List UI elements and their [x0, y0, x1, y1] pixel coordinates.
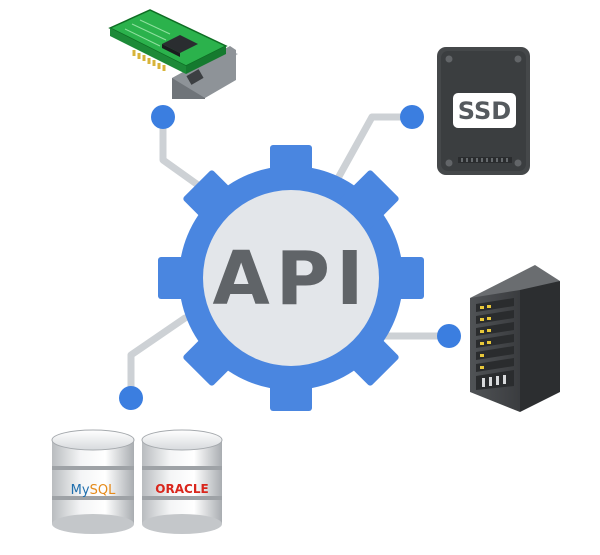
- mysql-label-my: My: [71, 483, 90, 498]
- oracle-logo-text: ORACLE: [155, 482, 208, 496]
- mysql-label-sql: SQL: [90, 483, 116, 498]
- connector-line-database: [127, 314, 189, 402]
- connector-dot-server: [437, 324, 461, 348]
- connector-line-nic: [159, 113, 209, 194]
- network-card-icon: [108, 9, 238, 99]
- gear-center-disc: [203, 190, 379, 366]
- connector-dot-ssd: [400, 105, 424, 129]
- ssd-icon: SSD: [437, 47, 530, 175]
- connector-lines: [127, 113, 452, 402]
- mysql-logo-text: MySQL: [71, 483, 116, 498]
- connector-line-ssd: [333, 113, 414, 184]
- ssd-label: SSD: [458, 97, 511, 125]
- server-rack-icon: [470, 265, 560, 412]
- mysql-database-icon: MySQL: [51, 429, 135, 534]
- oracle-database-icon: ORACLE: [141, 429, 223, 534]
- api-label: API: [212, 236, 369, 322]
- api-gear: API: [158, 145, 424, 411]
- connector-dots: [119, 105, 461, 410]
- connector-dot-nic: [151, 105, 175, 129]
- connector-dot-database: [119, 386, 143, 410]
